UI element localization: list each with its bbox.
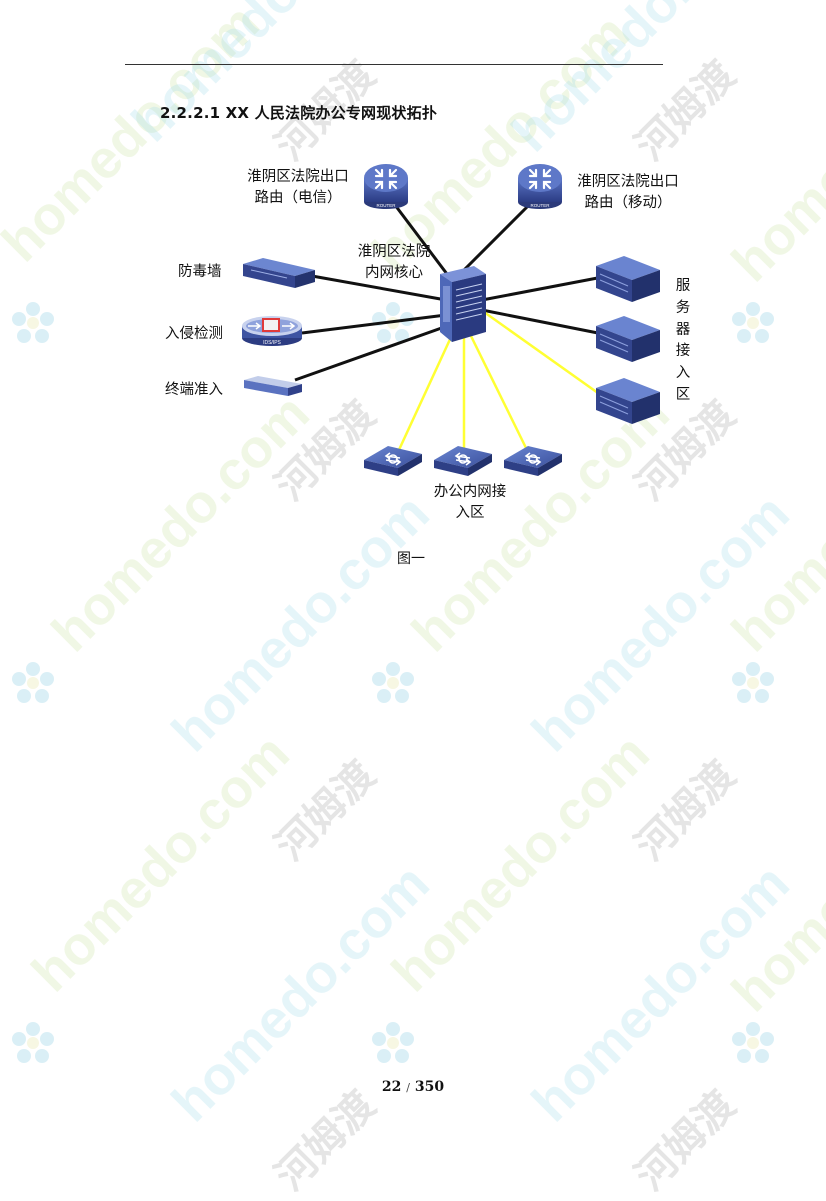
yellow-links <box>396 310 606 453</box>
firewall-device <box>243 258 315 288</box>
watermark-brand: homedo.com <box>20 723 301 1004</box>
figure-caption: 图一 <box>397 551 425 567</box>
core-switch-label: 淮阴区法院 内网核心 <box>344 242 444 284</box>
server-2 <box>596 316 660 362</box>
router-mobile-label-line1: 淮阴区法院出口 <box>577 174 679 190</box>
router-badge: ROUTER <box>377 203 397 208</box>
terminal-access-device <box>244 376 302 396</box>
router-telecom-label: 淮阴区法院出口 路由（电信） <box>236 167 360 209</box>
flower-logo-icon <box>12 662 54 703</box>
link-core-server-3 <box>483 310 606 400</box>
link-core-server-2 <box>481 308 609 337</box>
page-total: 350 <box>414 1079 445 1095</box>
server-zone-char: 入 <box>675 365 691 382</box>
link-core-access <box>294 323 451 382</box>
server-zone-char: 区 <box>675 386 691 403</box>
watermark-brand: homedo.com <box>720 743 826 1024</box>
router-telecom: ROUTER <box>364 164 408 209</box>
office-switch-2 <box>434 446 492 476</box>
switch-arrows-icon <box>524 452 542 466</box>
server-zone-char: 服 <box>675 278 691 294</box>
page-separator: / <box>406 1081 410 1094</box>
header-rule <box>125 64 663 65</box>
page-current: 22 <box>381 1079 402 1095</box>
server-zone-char: 务 <box>675 299 691 316</box>
server-zone-label: 服 务 器 接 入 区 <box>673 276 693 407</box>
link-core-office-switch-1 <box>396 334 454 453</box>
flower-logo-icon <box>732 1022 774 1063</box>
link-core-router-telecom <box>393 204 452 279</box>
flower-logo-icon <box>372 662 414 703</box>
core-switch <box>440 266 486 342</box>
switch-arrows-icon <box>384 452 402 466</box>
office-switch-1 <box>364 446 422 476</box>
switch-arrows-icon <box>454 452 472 466</box>
link-core-router-mobile <box>460 202 532 274</box>
flower-logo-icon <box>732 662 774 703</box>
router-badge: ROUTER <box>531 203 551 208</box>
ids-device: IDS/IPS <box>242 316 302 346</box>
server-1 <box>596 256 660 302</box>
core-switch-label-line1: 淮阴区法院 <box>357 244 431 260</box>
ids-badge: IDS/IPS <box>263 340 281 346</box>
office-zone-label-line1: 办公内网接 <box>433 484 507 500</box>
router-arrows-icon <box>374 168 398 190</box>
watermark-cn: 河姆渡 <box>627 752 745 870</box>
core-switch-label-line2: 内网核心 <box>365 265 423 281</box>
router-telecom-label-line2: 路由（电信） <box>254 190 342 206</box>
router-mobile-label: 淮阴区法院出口 路由（移动） <box>566 172 690 214</box>
router-mobile-label-line2: 路由（移动） <box>584 195 672 211</box>
server-zone-char: 接 <box>675 343 691 360</box>
firewall-label: 防毒墙 <box>178 264 222 280</box>
link-core-server-1 <box>481 274 609 302</box>
network-topology-diagram: ROUTER ROUTER <box>242 164 660 476</box>
flower-logo-icon <box>372 1022 414 1063</box>
office-zone-label: 办公内网接 入区 <box>418 482 522 524</box>
watermark-cn: 河姆渡 <box>267 752 385 870</box>
link-core-firewall <box>311 274 447 302</box>
router-telecom-label-line1: 淮阴区法院出口 <box>247 169 349 185</box>
office-zone-label-line2: 入区 <box>455 505 485 521</box>
flower-logo-icon <box>12 1022 54 1063</box>
router-arrows-icon <box>528 168 552 190</box>
link-core-ids <box>301 313 447 335</box>
server-zone-char: 器 <box>675 321 691 338</box>
terminal-access-label: 终端准入 <box>165 382 223 398</box>
router-mobile: ROUTER <box>518 164 562 209</box>
ids-label: 入侵检测 <box>165 326 223 342</box>
office-switch-3 <box>504 446 562 476</box>
watermark-brand: homedo.com <box>380 723 661 1004</box>
server-3 <box>596 378 660 424</box>
core-switch-slots <box>455 283 483 321</box>
section-title: 2.2.2.1 XX 人民法院办公专网现状拓扑 <box>160 104 438 122</box>
link-core-office-switch-3 <box>468 333 530 453</box>
black-links <box>294 202 609 382</box>
page-number: 22 / 350 <box>0 1079 826 1095</box>
